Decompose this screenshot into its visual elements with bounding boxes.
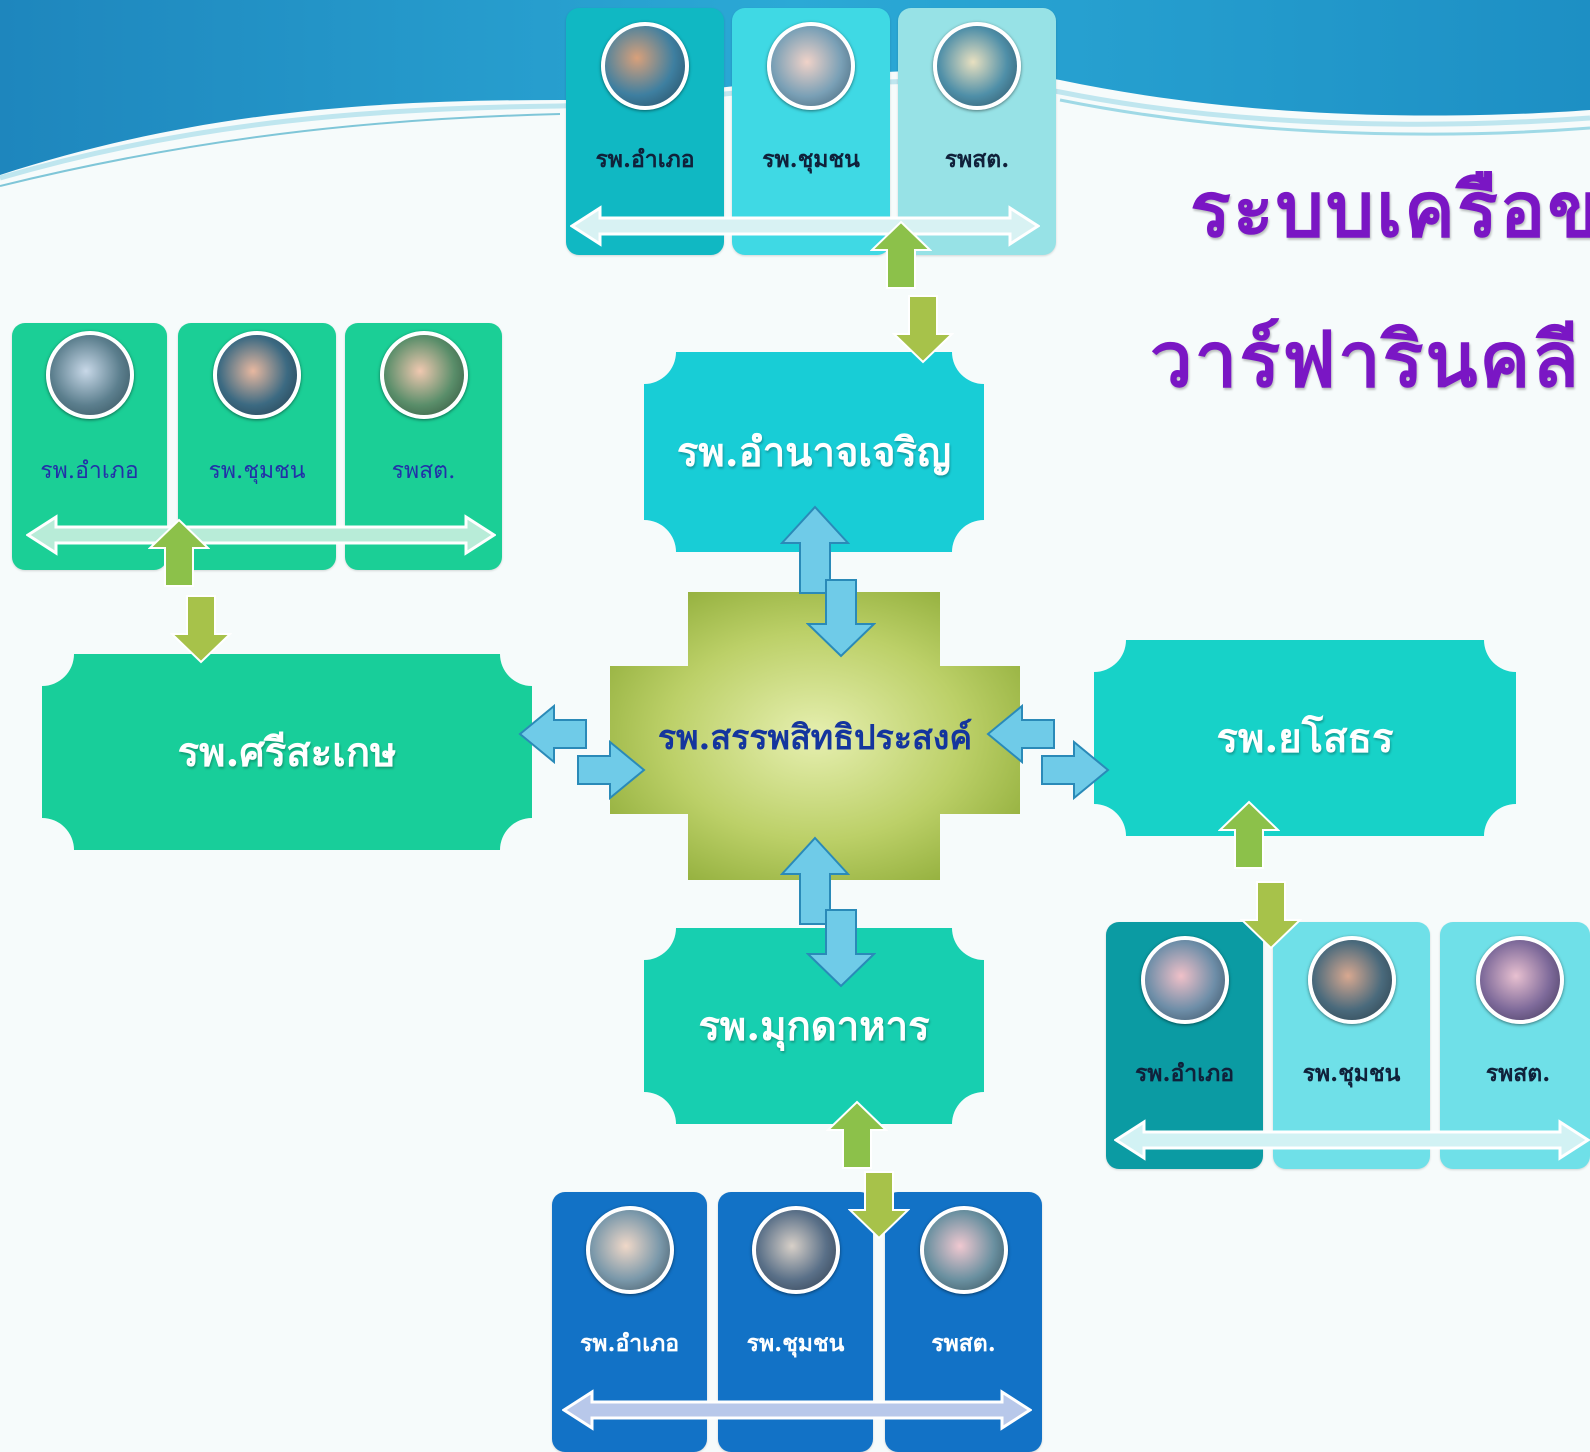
photo-icon [1476,936,1564,1024]
center-hub-shape [610,592,1020,880]
double-arrow-icon [26,514,496,556]
down-arrow-icon [806,909,876,988]
hospital-top-shape [644,352,984,552]
center-hospital-label: รพ.สรรพสิทธิประสงค์ [657,718,973,758]
hospital-top-label: รพ.อำนาจเจริญ [676,429,952,476]
top-card-community-label: รพ.ชุมชน [762,146,860,173]
hospital-left-label: รพ.ศรีสะเกษ [177,729,397,776]
hospital-left-shape [42,654,532,850]
top-card-district-label: รพ.อำเภอ [595,146,695,173]
hospital-right-label: รพ.ยโสธร [1216,715,1394,762]
left-network-panel: รพ.อำเภอ รพ.ชุมชน รพสต. [12,323,502,570]
photo-icon [213,331,301,419]
right-arrow-icon [1041,740,1110,800]
down-arrow-icon [848,1171,910,1240]
left-card-subdistrict-label: รพสต. [391,458,456,484]
right-card-community: รพ.ชุมชน [1273,922,1430,1169]
top-network-panel: รพ.อำเภอ รพ.ชุมชน รพสต. [566,8,1056,255]
photo-icon [601,22,689,110]
down-arrow-icon [892,295,954,364]
left-card-community-label: รพ.ชุมชน [208,458,306,484]
hospital-bottom-label: รพ.มุกดาหาร [698,1003,930,1050]
right-arrow-icon [577,740,646,800]
up-arrow-icon [148,518,210,587]
right-card-subdistrict-label: รพสต. [1485,1060,1551,1087]
bottom-card-subdistrict-label: รพสต. [931,1330,996,1357]
top-card-subdistrict-label: รพสต. [944,146,1010,173]
photo-icon [379,331,468,419]
up-arrow-icon [826,1100,888,1169]
photo-icon [919,1206,1008,1294]
bottom-card-community-label: รพ.ชุมชน [746,1330,845,1357]
hospital-bottom-shape [644,928,984,1124]
left-arrow-icon [518,704,587,764]
down-arrow-icon [170,595,232,664]
up-arrow-icon [780,836,850,925]
right-card-community-label: รพ.ชุมชน [1302,1060,1401,1087]
double-arrow-icon [1114,1119,1590,1161]
left-card-district-label: รพ.อำเภอ [40,458,139,484]
up-arrow-icon [780,505,850,594]
photo-icon [751,1206,840,1294]
photo-icon [933,22,1021,110]
photo-icon [767,22,855,110]
slide-title-line-1: ระบบเครือข [1190,165,1590,254]
up-arrow-icon [1218,800,1280,869]
hospital-right-shape [1094,640,1516,836]
right-network-panel: รพ.อำเภอ รพ.ชุมชน รพสต. [1106,922,1590,1169]
up-arrow-icon [870,220,932,289]
slide-title-line-2: วาร์ฟารินคลี [1150,315,1581,404]
top-card-community: รพ.ชุมชน [732,8,890,255]
double-arrow-icon [570,205,1040,247]
down-arrow-icon [806,579,876,658]
down-arrow-icon [1240,881,1302,950]
bottom-network-panel: รพ.อำเภอ รพ.ชุมชน รพสต. [552,1192,1042,1452]
left-arrow-icon [986,704,1055,764]
photo-icon [585,1206,674,1294]
top-card-subdistrict: รพสต. [898,8,1056,255]
right-card-district-label: รพ.อำเภอ [1134,1060,1235,1087]
photo-icon [1307,936,1396,1024]
double-arrow-icon [562,1389,1032,1431]
photo-icon [1140,936,1229,1024]
photo-icon [45,331,134,419]
bottom-card-district-label: รพ.อำเภอ [579,1330,680,1357]
